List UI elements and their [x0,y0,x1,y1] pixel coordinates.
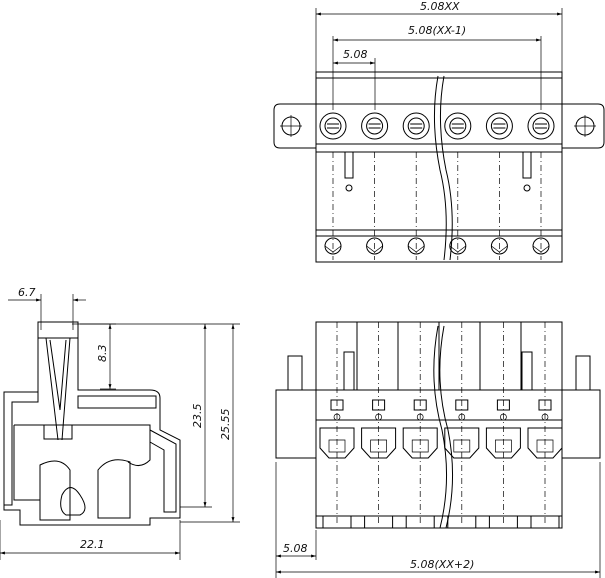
wire-slots [319,322,563,526]
right-flange [562,103,605,149]
bottom-pin [488,515,518,529]
wire-slot [402,322,438,526]
dim-label-side-top: 6.7 [18,286,36,299]
wire-entries [324,237,550,255]
top-view: 5.08XX 5.08(XX-1) 5.08 [273,0,605,263]
front-view: 5.08 5.08(XX+2) [275,321,601,578]
dim-label-width: 22.1 [80,538,105,551]
screw-terminal [485,112,513,260]
wire-slot [527,322,563,526]
dim-label-overall: 5.08XX [420,0,460,13]
wire-entry [490,237,508,255]
wire-entry [532,237,550,255]
side-view: 6.7 8.3 23.5 25.55 22.1 [0,286,240,560]
dim-label-height-a: 23.5 [191,404,204,429]
bottom-pins [322,515,560,529]
wire-slot [319,322,355,526]
dim-label-side-mid: 8.3 [96,345,109,363]
screw-terminal [361,112,389,260]
wire-entry [324,237,342,255]
screw-terminal [527,112,555,260]
dim-label-front-overall: 5.08(XX+2) [410,558,474,571]
dim-label-pitch: 5.08 [343,48,368,61]
bottom-pin [322,515,352,529]
wire-entry [449,237,467,255]
screw-terminals [319,112,555,260]
screw-terminal [402,112,430,260]
wire-entry [407,237,425,255]
screw-terminal [444,112,472,260]
wire-slot [361,322,397,526]
dim-label-offset: 5.08 [283,542,308,555]
bottom-pin [405,515,435,529]
wire-slot [444,322,480,526]
dim-label-height-b: 25.55 [219,409,232,441]
left-flange [273,103,316,149]
wire-slot [485,322,521,526]
front-ribs [315,322,563,390]
side-body-outline [3,321,181,526]
bottom-pin [364,515,394,529]
dim-label-inner: 5.08(XX-1) [408,24,466,37]
screw-terminal [319,112,347,260]
wire-entry [366,237,384,255]
bottom-pin [530,515,560,529]
